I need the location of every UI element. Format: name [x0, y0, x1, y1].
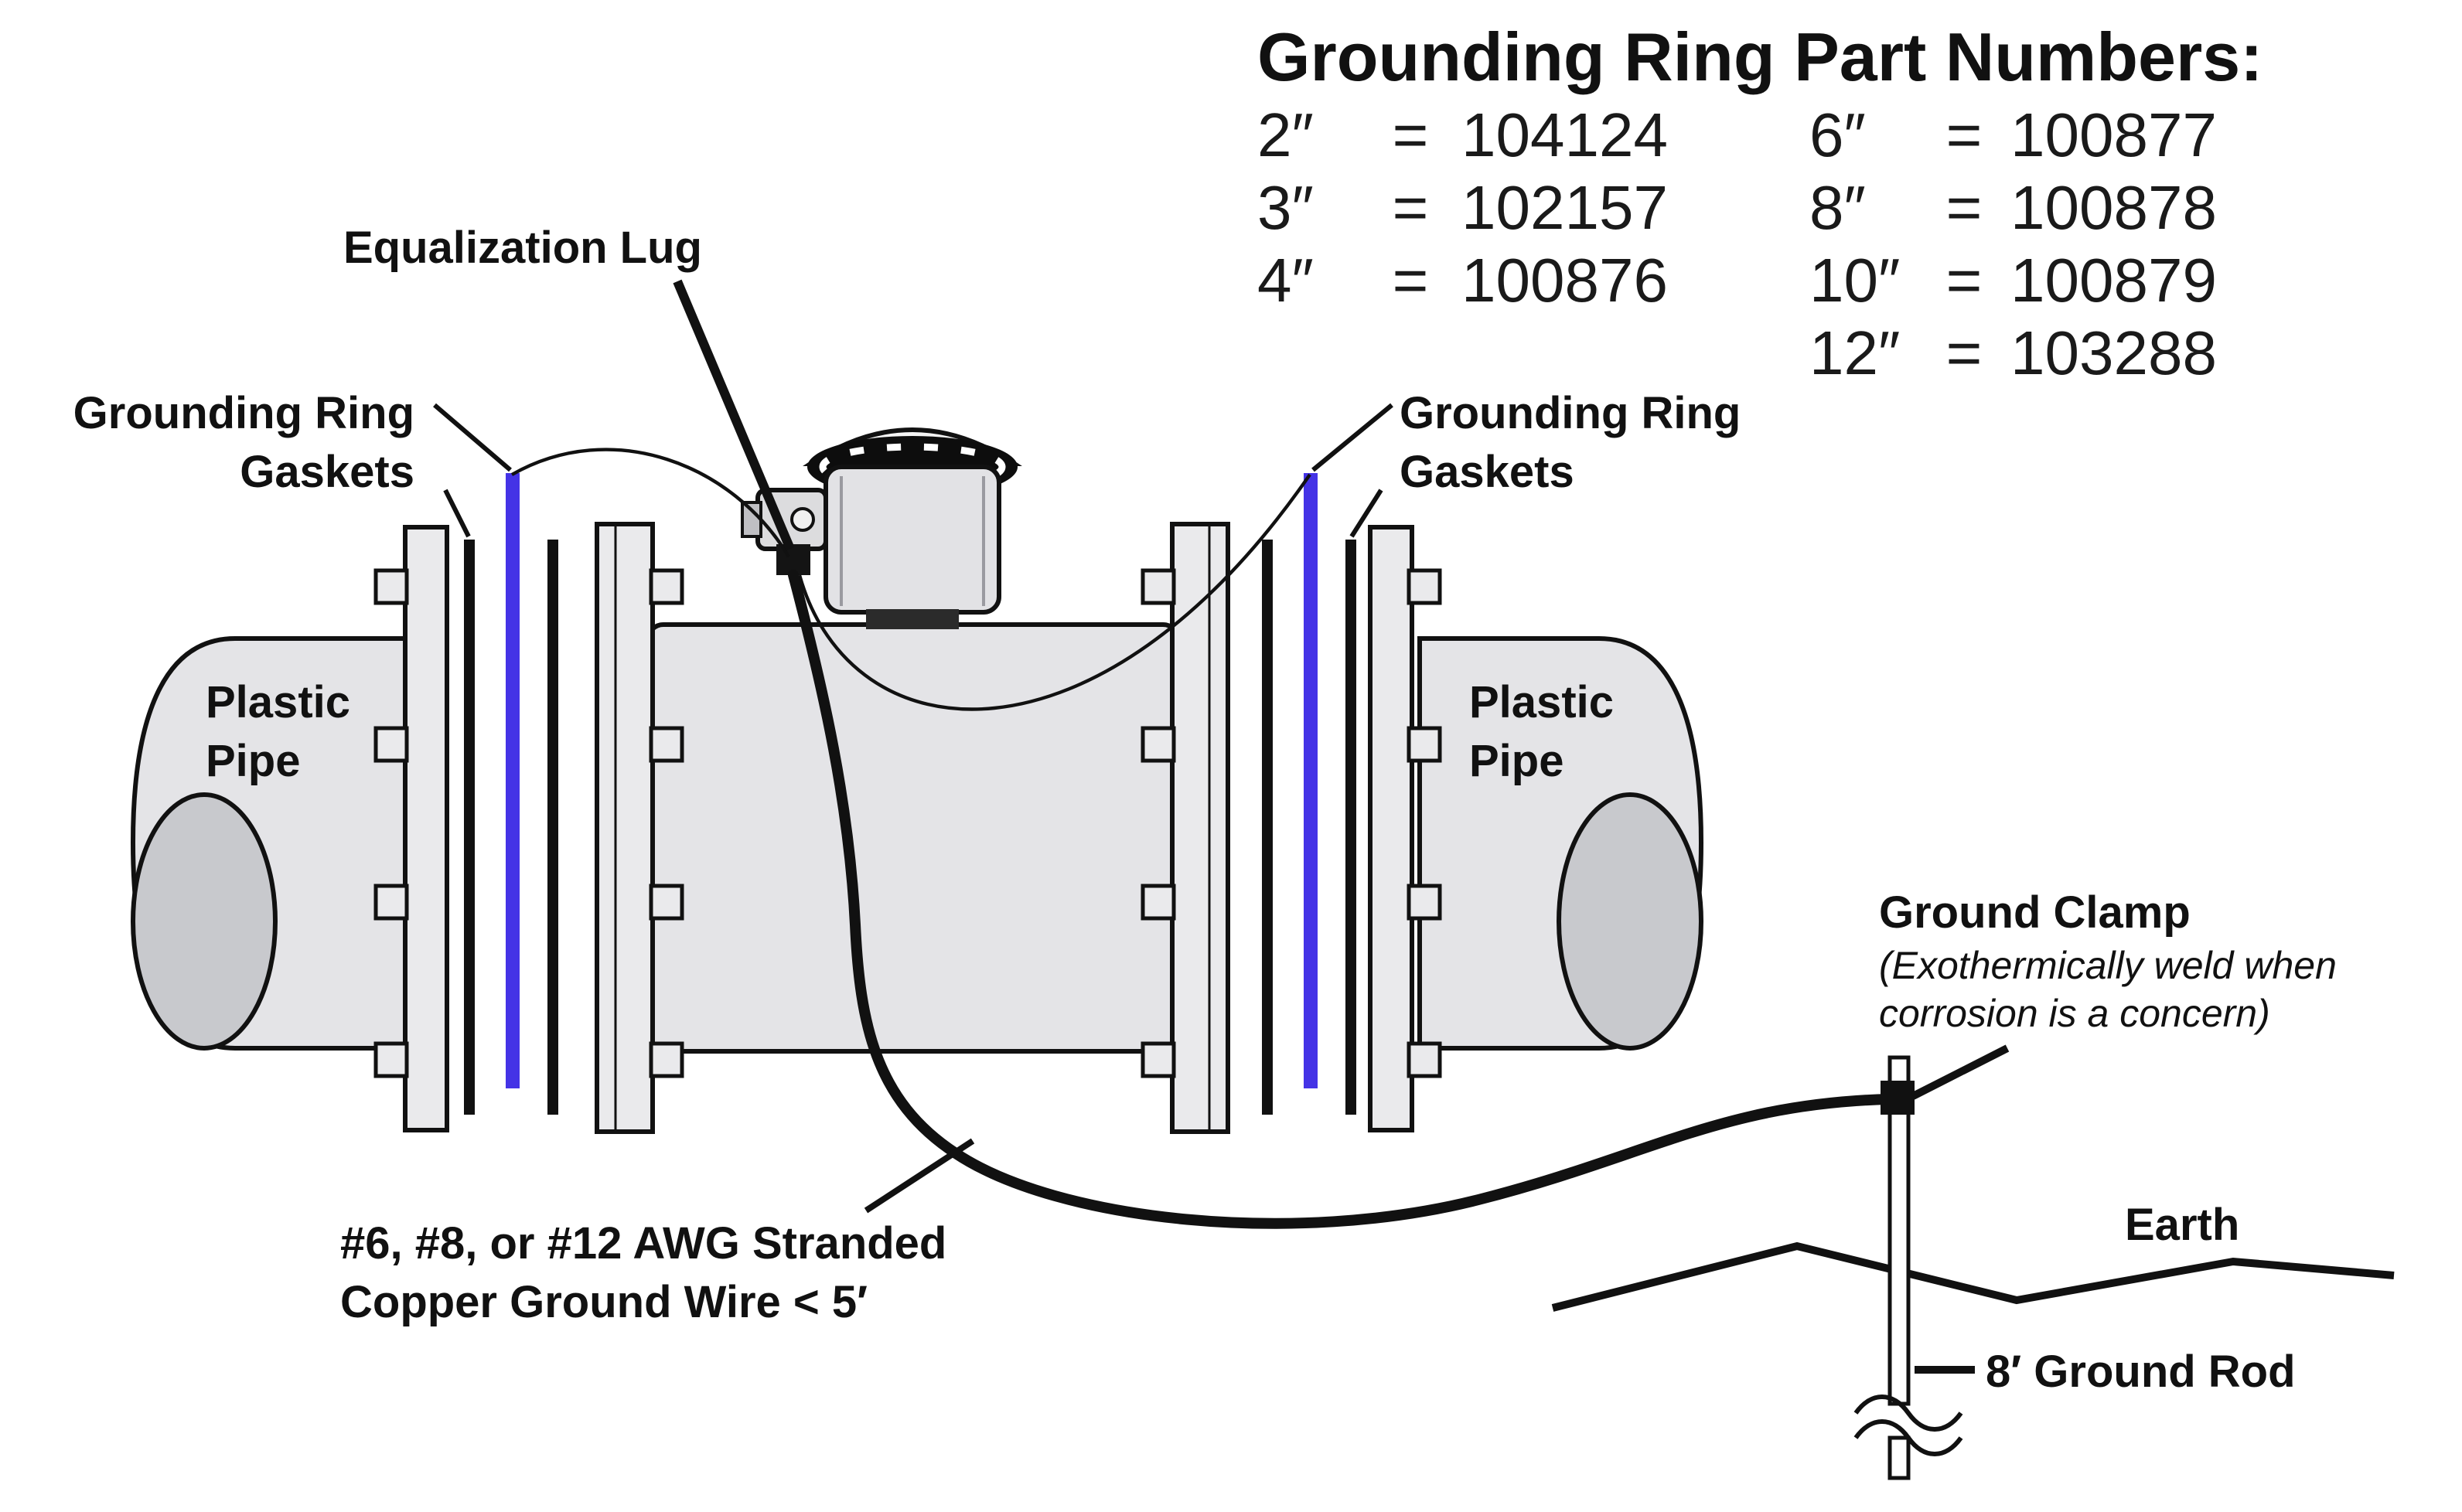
pipe-flange-right [1368, 525, 1414, 1132]
rod-break-squiggle [1853, 1419, 1963, 1456]
gasket-label-leader-right-lower [1349, 489, 1383, 538]
flange-bolt [649, 568, 684, 605]
ground-wire-label-line2: Copper Ground Wire < 5′ [340, 1277, 868, 1327]
flange-bolt [1141, 726, 1176, 763]
ground-clamp-note-line2: corrosion is a concern) [1879, 992, 2270, 1035]
gasket-label-leader-right-upper [1311, 403, 1393, 472]
ground-wire-label-leader [864, 1138, 975, 1214]
ground-rod-lower [1887, 1435, 1911, 1480]
part-number: 100878 [2010, 173, 2217, 242]
flange-bolt [373, 884, 409, 921]
flange-bolt [1141, 884, 1176, 921]
part-numbers-title: Grounding Ring Part Numbers: [1257, 19, 2263, 95]
conduit-boss [790, 507, 815, 532]
pipe-end-opening-left [131, 792, 278, 1051]
equalization-lug-label: Equalization Lug [343, 223, 702, 273]
gasket-right-outer [1345, 540, 1356, 1115]
part-number: 102157 [1461, 173, 1668, 242]
pipe-flange-left [403, 525, 449, 1132]
gasket-left-outer [464, 540, 475, 1115]
meter-flange-right [1170, 522, 1230, 1134]
flow-meter-body [646, 622, 1181, 1054]
gasket-label-leader-left-upper [433, 403, 512, 472]
conduit-end-cap [741, 501, 762, 538]
grounding-ring-gaskets-label-left-line2: Gaskets [240, 447, 414, 497]
part-equals: = [1946, 318, 1983, 387]
grounding-ring-left [506, 473, 520, 1088]
part-number: 103288 [2010, 318, 2217, 387]
flange-bolt [373, 726, 409, 763]
pipe-end-opening-right [1557, 792, 1703, 1051]
meter-flange-left [595, 522, 655, 1134]
ground-clamp-leader [1911, 1044, 2010, 1100]
part-equals: = [1946, 100, 1983, 169]
part-equals: = [1946, 246, 1983, 315]
earth-label: Earth [2125, 1200, 2239, 1250]
part-size: 10″ [1809, 246, 1900, 315]
flange-bolt [1141, 568, 1176, 605]
part-equals: = [1393, 100, 1429, 169]
transmitter-neck [866, 609, 959, 629]
flange-bolt [1407, 1041, 1442, 1078]
ground-rod-upper [1887, 1055, 1911, 1406]
plastic-pipe-label-right-line2: Pipe [1469, 736, 1564, 786]
part-size: 12″ [1809, 318, 1900, 387]
flange-bolt [373, 1041, 409, 1078]
flange-bolt [649, 1041, 684, 1078]
part-number: 100876 [1461, 246, 1668, 315]
part-size: 8″ [1809, 173, 1866, 242]
part-number: 100877 [2010, 100, 2217, 169]
part-size: 6″ [1809, 100, 1866, 169]
flange-bolt [1141, 1041, 1176, 1078]
part-size: 2″ [1257, 100, 1314, 169]
copper-ground-wire [788, 570, 1894, 1229]
gasket-left-inner [547, 540, 558, 1115]
ground-clamp-label: Ground Clamp [1879, 887, 2191, 938]
equalization-wire-left [510, 448, 790, 558]
gasket-right-inner [1262, 540, 1273, 1115]
gasket-label-leader-left-lower [443, 489, 471, 538]
part-size: 4″ [1257, 246, 1314, 315]
flange-bolt [649, 884, 684, 921]
grounding-ring-right [1304, 473, 1318, 1088]
plastic-pipe-label-left-line1: Plastic [206, 677, 350, 727]
transmitter-lid-bolts [819, 443, 1006, 491]
part-number: 100879 [2010, 246, 2217, 315]
plastic-pipe-label-left-line2: Pipe [206, 736, 301, 786]
part-size: 3″ [1257, 173, 1314, 242]
ground-clamp-note-line1: (Exothermically weld when [1879, 944, 2337, 987]
rod-break-squiggle [1853, 1395, 1963, 1432]
equalization-lug-leader [673, 279, 795, 551]
transmitter-housing [824, 465, 1001, 615]
flange-bolt [1407, 726, 1442, 763]
part-equals: = [1393, 173, 1429, 242]
ground-rod-label: 8′ Ground Rod [1986, 1347, 2296, 1397]
flange-bolt [649, 726, 684, 763]
ground-wire-label-line1: #6, #8, or #12 AWG Stranded [340, 1218, 946, 1269]
part-equals: = [1946, 173, 1983, 242]
flange-bolt [1407, 568, 1442, 605]
part-equals: = [1393, 246, 1429, 315]
grounding-ring-gaskets-label-left-line1: Grounding Ring [73, 388, 414, 438]
ground-clamp [1881, 1081, 1915, 1115]
grounding-ring-gaskets-label-right-line1: Grounding Ring [1400, 388, 1741, 438]
flange-bolt [373, 568, 409, 605]
part-number: 104124 [1461, 100, 1668, 169]
flange-bolt [1407, 884, 1442, 921]
equalization-wire-right [797, 473, 1311, 711]
earth-line [1551, 1241, 2395, 1312]
grounding-ring-gaskets-label-right-line2: Gaskets [1400, 447, 1574, 497]
plastic-pipe-label-right-line1: Plastic [1469, 677, 1614, 727]
